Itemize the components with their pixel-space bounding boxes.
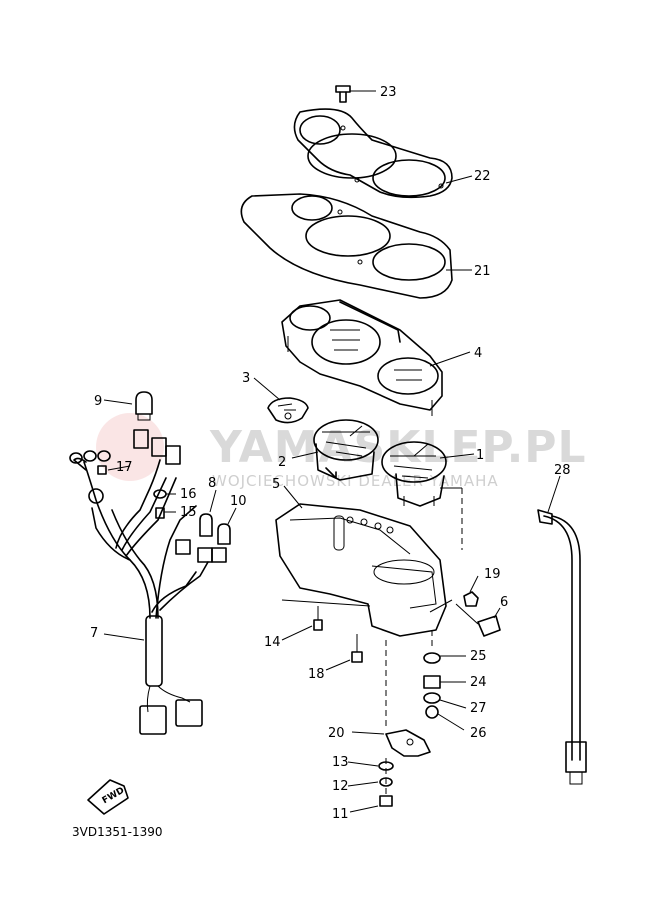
part-14-screw	[313, 606, 323, 631]
part-5-lower-case	[275, 503, 453, 637]
label-3: 3	[242, 371, 250, 386]
label-7: 7	[90, 626, 98, 641]
label-27: 27	[470, 701, 487, 716]
label-1: 1	[476, 448, 484, 463]
label-24: 24	[470, 675, 487, 690]
part-17-screw	[97, 465, 107, 475]
part-18-screw	[351, 634, 363, 663]
label-5: 5	[272, 477, 280, 492]
label-28: 28	[554, 463, 571, 478]
part-27-washer	[423, 692, 441, 704]
leader-lines	[103, 90, 561, 813]
fwd-arrow: FWD	[87, 779, 129, 815]
part-19-nut	[463, 591, 479, 607]
label-18: 18	[308, 667, 325, 682]
label-14: 14	[264, 635, 281, 650]
part-2-tach-gauge	[313, 419, 379, 481]
part-labels: 23 22 21 4 3 2 1 5 9 17 16 15 8 10 28 19…	[90, 85, 571, 822]
label-15: 15	[180, 505, 197, 520]
label-25: 25	[470, 649, 487, 664]
part-22-bezel	[293, 108, 453, 199]
label-22: 22	[474, 169, 491, 184]
diagram-code: 3VD1351-1390	[72, 825, 163, 839]
bulb-socket-a	[88, 488, 104, 504]
label-13: 13	[332, 755, 349, 770]
label-10: 10	[230, 494, 247, 509]
part-24-grommet	[423, 675, 441, 689]
label-4: 4	[474, 346, 482, 361]
label-20: 20	[328, 726, 345, 741]
label-21: 21	[474, 264, 491, 279]
fwd-label: FWD	[101, 786, 126, 806]
part-28-meter-cable	[537, 509, 587, 785]
part-7-wire-harness	[69, 429, 227, 735]
label-8: 8	[208, 476, 216, 491]
part-1-speedo-gauge	[381, 441, 463, 550]
label-11: 11	[332, 807, 349, 822]
part-4-meter-housing	[281, 299, 443, 416]
watermark: YAMASKLEP.PL WOJCIECHOWSKI DEALER YAMAHA	[96, 413, 587, 490]
part-26-collar	[425, 705, 439, 719]
label-17: 17	[116, 460, 133, 475]
part-9-bulb	[135, 391, 153, 421]
part-20-gear-unit	[385, 640, 431, 757]
grommet-stack	[423, 630, 441, 719]
label-23: 23	[380, 85, 397, 100]
part-11-bolt	[379, 795, 393, 807]
label-12: 12	[332, 779, 349, 794]
lower-fasteners	[378, 758, 394, 807]
part-25-washer	[423, 652, 441, 664]
label-2: 2	[278, 455, 286, 470]
label-6: 6	[500, 595, 508, 610]
part-23-screw	[335, 85, 351, 103]
part-21-panel	[240, 193, 453, 299]
label-26: 26	[470, 726, 487, 741]
part-6-knob	[455, 603, 501, 637]
part-10-bulb	[217, 523, 231, 545]
part-3-small-gauge	[267, 397, 309, 424]
label-9: 9	[94, 394, 102, 409]
watermark-main: YAMASKLEP.PL	[209, 422, 587, 473]
watermark-sub: WOJCIECHOWSKI DEALER YAMAHA	[212, 472, 499, 490]
part-8-bulb	[199, 513, 213, 537]
label-19: 19	[484, 567, 501, 582]
label-16: 16	[180, 487, 197, 502]
